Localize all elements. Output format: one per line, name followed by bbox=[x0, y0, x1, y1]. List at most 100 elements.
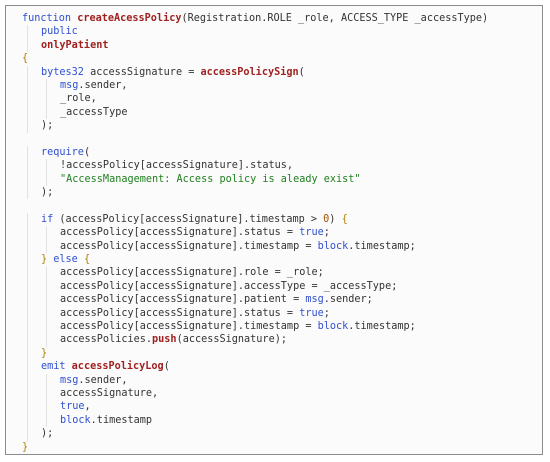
code-token: function bbox=[22, 13, 78, 24]
code-token: { bbox=[22, 53, 29, 65]
code-token: , bbox=[84, 401, 91, 413]
indent-guide bbox=[27, 266, 28, 280]
indent-guide bbox=[27, 92, 28, 106]
code-token: if bbox=[41, 213, 60, 225]
code-token: accessSignature, bbox=[60, 387, 159, 399]
code-token: .sender; bbox=[323, 294, 373, 306]
code-token: true bbox=[60, 401, 85, 413]
code-token: accessPolicies. bbox=[60, 334, 153, 346]
code-token: _accessType bbox=[60, 106, 128, 118]
code-line: emit accessPolicyLog( bbox=[6, 360, 542, 374]
code-line: accessPolicy[accessSignature].timestamp … bbox=[6, 239, 542, 254]
indent-guide bbox=[27, 25, 28, 39]
indent-guide bbox=[27, 38, 28, 53]
code-token: ); bbox=[41, 428, 54, 440]
indent-guide bbox=[46, 306, 47, 320]
code-token: ( bbox=[163, 361, 170, 373]
indent-guide bbox=[46, 105, 47, 120]
code-token: bytes32 bbox=[41, 66, 91, 78]
code-token: accessPolicy[accessSignature].accessType… bbox=[60, 280, 398, 292]
code-token: .sender, bbox=[78, 79, 128, 91]
code-token: accessPolicy[accessSignature].patient = bbox=[60, 294, 306, 306]
code-token: { bbox=[341, 213, 348, 225]
code-line: bytes32 accessSignature = accessPolicySi… bbox=[6, 65, 542, 79]
code-line: msg.sender, bbox=[6, 78, 542, 93]
code-token: ); bbox=[41, 120, 54, 132]
code-line: { bbox=[6, 52, 542, 65]
indent-guide bbox=[27, 172, 28, 187]
code-line bbox=[6, 199, 542, 212]
code-token: } bbox=[41, 254, 54, 266]
code-token: ( bbox=[298, 66, 305, 78]
code-token: (Registration.ROLE _role, ACCESS_TYPE _a… bbox=[181, 13, 489, 24]
indent-guide bbox=[46, 386, 47, 401]
code-line: accessPolicy[accessSignature].patient = … bbox=[6, 293, 542, 307]
indent-guide bbox=[27, 279, 28, 294]
code-token: accessPolicy[accessSignature].timestamp … bbox=[60, 240, 318, 252]
indent-guide bbox=[27, 293, 28, 307]
indent-guide bbox=[46, 279, 47, 294]
code-token: } bbox=[22, 441, 29, 453]
code-token: push bbox=[152, 334, 177, 346]
indent-guide bbox=[27, 65, 28, 79]
code-line: block.timestamp bbox=[6, 413, 542, 428]
code-line: accessPolicies.push(accessSignature); bbox=[6, 333, 542, 347]
indent-guide bbox=[27, 253, 28, 267]
code-line: accessPolicy[accessSignature].status = t… bbox=[6, 226, 542, 240]
indent-guide bbox=[46, 172, 47, 187]
code-token: emit bbox=[41, 361, 72, 373]
code-token: _role, bbox=[60, 93, 97, 105]
code-token: accessPolicySign bbox=[200, 66, 299, 78]
code-token: block bbox=[317, 240, 349, 252]
code-token: true bbox=[299, 227, 324, 239]
code-line: } else { bbox=[6, 253, 542, 267]
indent-guide bbox=[46, 226, 47, 240]
indent-guide bbox=[46, 266, 47, 280]
indent-guide bbox=[27, 333, 28, 347]
code-token: ( bbox=[83, 146, 91, 158]
code-line: _role, bbox=[6, 92, 542, 106]
code-line: true, bbox=[6, 400, 542, 414]
code-token: (accessPolicy[accessSignature].timestamp… bbox=[59, 213, 324, 225]
code-screenshot-frame: function createAcessPolicy(Registration.… bbox=[5, 5, 543, 455]
code-token: require bbox=[41, 146, 84, 158]
code-line: ); bbox=[6, 119, 542, 133]
indent-guide bbox=[27, 212, 28, 227]
code-line: ); bbox=[6, 186, 542, 200]
indent-guide bbox=[27, 386, 28, 401]
code-token: 0 bbox=[323, 213, 330, 225]
code-token: .timestamp bbox=[90, 414, 153, 426]
indent-guide bbox=[27, 226, 28, 240]
code-token: accessSignature = bbox=[90, 66, 201, 78]
code-line: accessPolicy[accessSignature].accessType… bbox=[6, 279, 542, 294]
indent-guide bbox=[27, 346, 28, 361]
indent-guide bbox=[27, 105, 28, 120]
indent-guide bbox=[46, 373, 47, 387]
code-token: accessPolicy[accessSignature].role = _ro… bbox=[60, 267, 324, 279]
code-token: accessPolicy[accessSignature].status = bbox=[60, 227, 300, 239]
code-line: accessPolicy[accessSignature].status = t… bbox=[6, 306, 542, 320]
code-token: accessPolicy[accessSignature].status = bbox=[60, 307, 300, 319]
code-line: } bbox=[6, 346, 542, 361]
code-token: public bbox=[41, 26, 78, 38]
indent-guide bbox=[27, 306, 28, 320]
code-line: public bbox=[6, 25, 542, 39]
code-line: } bbox=[6, 441, 542, 454]
code-token: true bbox=[299, 307, 324, 319]
indent-guide bbox=[46, 400, 47, 414]
code-token: .timestamp; bbox=[348, 320, 416, 332]
code-token: ; bbox=[323, 307, 330, 319]
code-token: onlyPatient bbox=[41, 39, 109, 51]
code-line: _accessType bbox=[6, 105, 542, 120]
indent-guide bbox=[46, 293, 47, 307]
indent-guide bbox=[27, 400, 28, 414]
indent-guide bbox=[27, 145, 28, 160]
indent-guide bbox=[46, 333, 47, 347]
code-token: ; bbox=[323, 227, 330, 239]
indent-guide bbox=[27, 186, 28, 200]
code-line: accessPolicy[accessSignature].timestamp … bbox=[6, 319, 542, 334]
code-line: onlyPatient bbox=[6, 38, 542, 53]
indent-guide bbox=[27, 239, 28, 254]
code-token: .sender, bbox=[78, 374, 128, 386]
indent-guide bbox=[27, 319, 28, 334]
